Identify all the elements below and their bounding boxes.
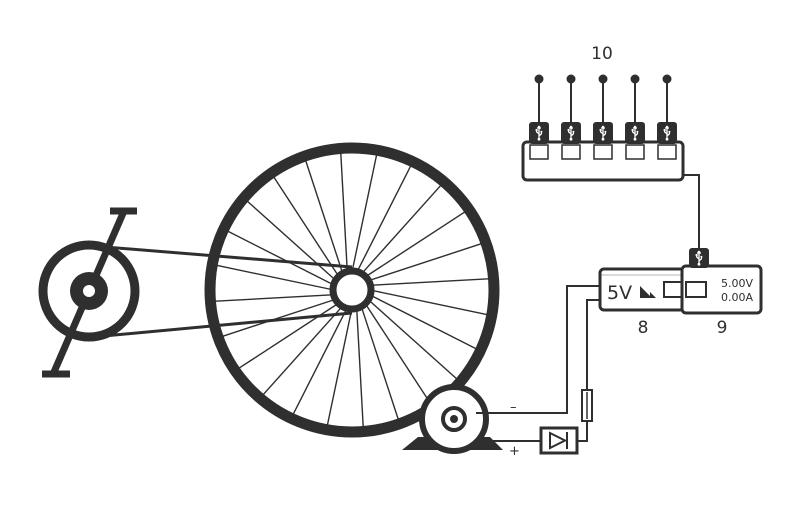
negative-wire [476,285,601,414]
wheel-spoke [238,302,340,369]
minus-label: – [510,400,517,415]
hub-ports [529,74,677,160]
regulator-icon [640,286,652,298]
wheel-spoke [355,307,364,427]
positive-wire-b [577,421,588,442]
cable-end [598,74,608,84]
wheel-spoke [369,289,487,316]
regulator-voltage-label: 5V [607,282,632,304]
wheel-rim [204,142,500,438]
fuse [581,389,593,422]
wheel-spoke [227,230,335,286]
diode [539,426,579,455]
hub-port [561,74,581,160]
wheel-spoke [326,307,353,425]
voltage-regulator: 5V [598,267,686,312]
cable-end [662,74,672,84]
bicycle-wheel [204,142,500,438]
wheel-spoke [273,176,340,278]
wheel-spoke [364,211,466,278]
hub-port [657,74,677,160]
usb-hub [521,74,685,182]
wheel-spoke [262,305,344,395]
plus-label: + [509,444,520,459]
cable-end [566,74,576,84]
wires [476,174,700,442]
chainring [38,240,140,342]
usb-socket [625,144,645,160]
wheel-spoke [360,185,442,275]
meter-number-label: 9 [717,318,728,338]
pedal-crank [38,207,140,378]
usb-socket [593,144,613,160]
wheel-spokes [215,153,489,427]
wheel-spoke [340,153,349,273]
wheel-spoke [367,243,482,282]
hub-number-label: 10 [591,44,613,64]
wheel-spoke [360,305,399,420]
wheel-spoke [369,294,477,350]
wheel-spoke [215,293,335,302]
crank-axle [83,285,95,297]
hub-port [625,74,645,160]
cable-end [534,74,544,84]
wheel-spoke [217,264,335,291]
usb-socket [657,144,677,160]
regulator-number-label: 8 [638,318,649,338]
hub-port [529,74,549,160]
cable-end [630,74,640,84]
positive-wire-c [586,299,601,390]
drive-belt [92,244,353,339]
wheel-spoke [369,278,489,287]
usb-socket [529,144,549,160]
usb-meter: 5.00V 0.00A [680,248,763,315]
meter-usb-port [685,281,707,298]
meter-current-readout: 0.00A [721,291,753,304]
wheel-spoke [351,155,378,273]
hub-port [593,74,613,160]
wheel-hub [329,267,375,313]
wheel-spoke [367,298,457,380]
wheel-spoke [305,160,344,275]
usb-socket [561,144,581,160]
usb-cable-to-hub [683,174,700,249]
wheel-spoke [364,302,431,404]
wheel-spoke [356,165,412,273]
meter-voltage-readout: 5.00V [721,277,753,290]
wheel-spoke [222,298,337,337]
wheel-spoke [247,200,337,282]
wheel-spoke [292,307,348,415]
